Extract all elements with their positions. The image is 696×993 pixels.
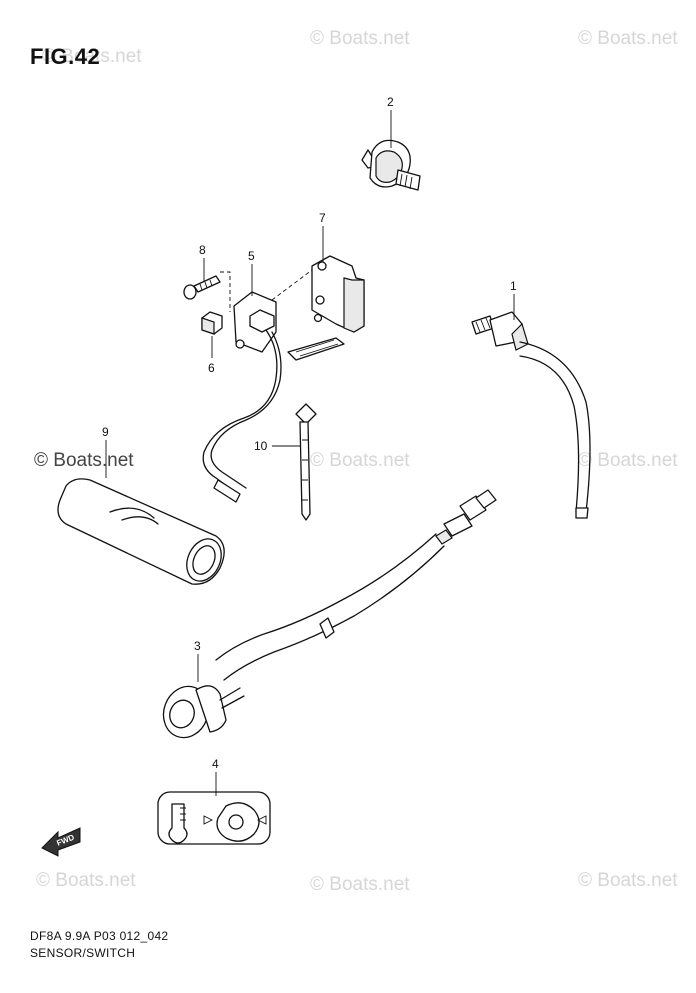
warning-label-icon[interactable]: [157, 791, 271, 845]
watermark-text: © Boats.net: [578, 870, 678, 891]
watermark-text: © Boats.net: [578, 28, 678, 49]
watermark-text: © Boats.net: [42, 46, 142, 67]
temperature-sensor-icon[interactable]: [471, 311, 591, 519]
callout-2: 2: [387, 95, 394, 109]
indicator-lamp-harness-icon[interactable]: [156, 489, 497, 744]
callout-6: 6: [208, 361, 215, 375]
bracket-icon[interactable]: [287, 255, 365, 361]
callout-4: 4: [212, 757, 219, 771]
callout-9: 9: [102, 425, 109, 439]
cable-tie-icon[interactable]: [295, 403, 317, 521]
callout-5: 5: [248, 249, 255, 263]
figure-title: FIG.42: [30, 44, 101, 69]
callout-8: 8: [199, 243, 206, 257]
watermark-text: © Boats.net: [578, 450, 678, 471]
watermarks: © Boats.net © Boats.net © Boats.net © Bo…: [36, 28, 678, 895]
neutral-switch-icon[interactable]: [202, 291, 282, 503]
figure-code: DF8A 9.9A P03 012_042: [30, 929, 169, 943]
figure-name: SENSOR/SWITCH: [30, 946, 136, 960]
callout-3: 3: [194, 639, 201, 653]
fwd-arrow-icon: FWD: [41, 827, 81, 857]
watermark-text: © Boats.net: [310, 450, 410, 471]
nut-icon[interactable]: [201, 311, 223, 335]
watermark-text: © Boats.net: [36, 870, 136, 891]
protector-tube-icon[interactable]: [57, 478, 228, 587]
callout-10: 10: [254, 439, 268, 453]
oil-pressure-switch-icon[interactable]: [361, 139, 421, 191]
callout-1: 1: [510, 279, 517, 293]
watermark-text: © Boats.net: [310, 874, 410, 895]
screw-icon[interactable]: [183, 275, 221, 300]
callout-7: 7: [319, 211, 326, 225]
watermark-overlay-text: © Boats.net: [34, 450, 134, 471]
watermark-text: © Boats.net: [310, 28, 410, 49]
